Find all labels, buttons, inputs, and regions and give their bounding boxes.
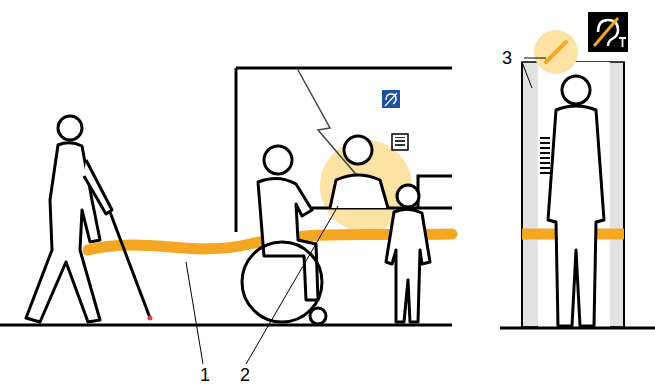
person-with-cane <box>26 116 112 322</box>
leader-line <box>186 58 546 364</box>
counter-clerk <box>330 136 388 208</box>
hearing-loop-symbol <box>588 12 628 52</box>
child <box>386 185 430 322</box>
wheelchair-user <box>242 146 326 324</box>
booth-grille <box>540 138 550 173</box>
loop-mark <box>546 42 566 62</box>
callout-number: 1 <box>200 366 210 384</box>
cane-tip <box>148 316 153 321</box>
hearing-loop-zone <box>534 30 578 74</box>
induction-wire <box>298 70 366 186</box>
white-cane <box>110 212 150 318</box>
callout-number: 3 <box>502 49 512 67</box>
loop-sign <box>382 90 400 108</box>
speaker-grille <box>392 134 408 150</box>
booth-person <box>548 76 604 326</box>
floor <box>0 324 452 327</box>
ticket-booth <box>522 62 624 327</box>
floor <box>500 327 655 330</box>
callout-number: 2 <box>240 366 250 384</box>
